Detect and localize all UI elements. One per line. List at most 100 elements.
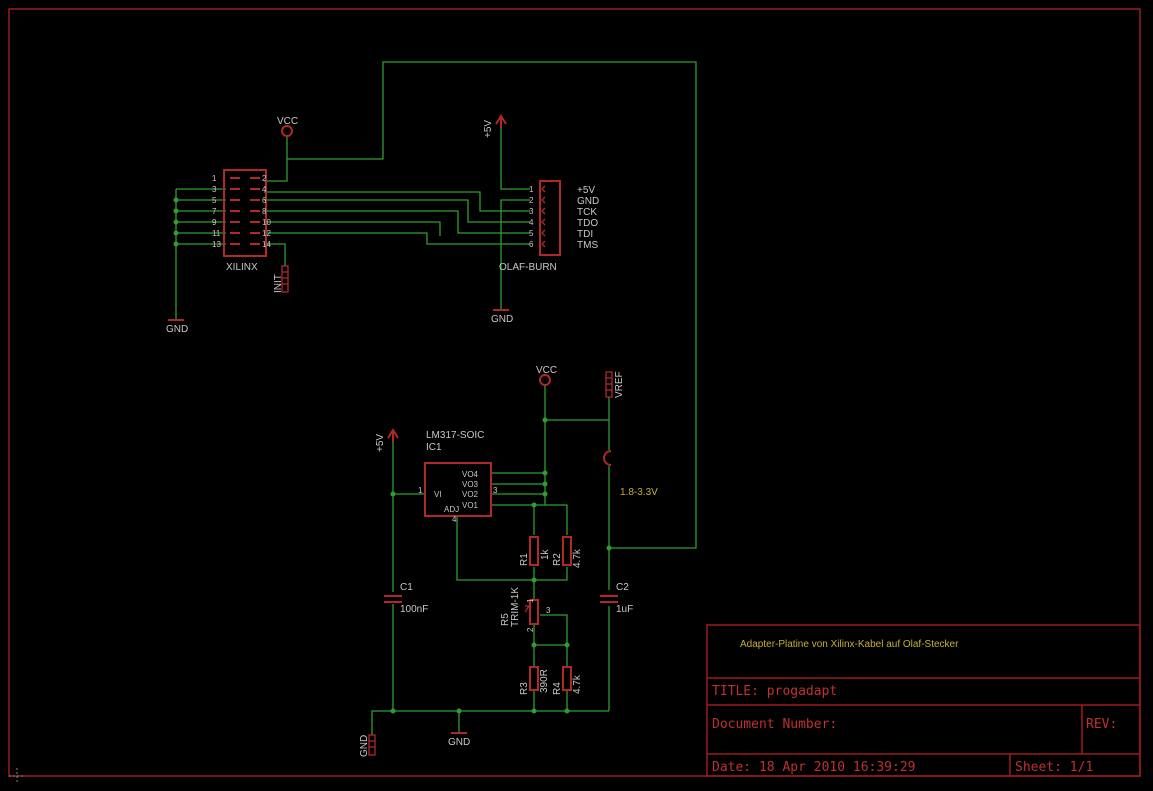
olaf-signal-label: TDO xyxy=(577,218,598,229)
olaf-signal-label: TDI xyxy=(577,229,593,240)
xilinx-pin-number: 4 xyxy=(262,185,267,194)
xilinx-pin-number: 1 xyxy=(212,174,217,183)
xilinx-pin-number: 9 xyxy=(212,218,217,227)
gnd-bottom-a-symbol: GND xyxy=(359,734,376,757)
title-block: Adapter-Platine von Xilinx-Kabel auf Ola… xyxy=(706,624,1141,777)
olaf-pin-number: 3 xyxy=(529,207,534,216)
olaf-pin-number: 2 xyxy=(529,196,534,205)
gnd-bottom-b-label: GND xyxy=(448,737,470,748)
olaf-signal-label: TMS xyxy=(577,240,598,251)
xilinx-pin-number: 14 xyxy=(262,240,271,249)
vcc-reg-label: VCC xyxy=(536,365,557,376)
date-field: Date: 18 Apr 2010 16:39:29 xyxy=(712,760,916,775)
xilinx-pin-number: 11 xyxy=(212,229,221,238)
xilinx-pin-number: 5 xyxy=(212,196,217,205)
c1-value: 100nF xyxy=(400,604,428,615)
r1-value: 1k xyxy=(540,548,551,560)
olaf-pin-mark xyxy=(541,229,546,237)
olaf-pin-mark xyxy=(541,185,546,193)
xilinx-pin-number: 6 xyxy=(262,196,267,205)
r4-value: 4.7k xyxy=(572,674,583,694)
gnd-xilinx-symbol: GND xyxy=(166,319,188,335)
resistor-r4: R4 4.7k xyxy=(552,666,583,695)
capacitor-c2: C2 1uF xyxy=(600,582,633,615)
xilinx-pin-number: 2 xyxy=(262,174,267,183)
r5-pin-2: 2 xyxy=(526,627,535,632)
xilinx-pin-number: 3 xyxy=(212,185,217,194)
ic-pin-4: 4 xyxy=(452,515,457,524)
init-label: INIT xyxy=(273,274,284,293)
olaf-signal-label: TCK xyxy=(577,207,597,218)
vcc-reg-symbol: VCC xyxy=(536,365,557,386)
ic-pin-1: 1 xyxy=(418,486,423,495)
range-label: 1.8-3.3V xyxy=(620,487,658,498)
xilinx-pin-number: 13 xyxy=(212,240,221,249)
p5v-top-symbol: +5V xyxy=(483,114,507,138)
junctions xyxy=(173,197,612,714)
revision-field: REV: xyxy=(1086,717,1117,732)
lm317-value-label: LM317-SOIC xyxy=(426,430,484,441)
description-text: Adapter-Platine von Xilinx-Kabel auf Ola… xyxy=(740,639,959,650)
xilinx-pin-number: 8 xyxy=(262,207,267,216)
ic-vo3-label: VO3 xyxy=(462,480,479,489)
olaf-pin-number: 1 xyxy=(529,185,534,194)
r2-value: 4.7k xyxy=(572,548,583,568)
ic-vo2-label: VO2 xyxy=(462,490,479,499)
olaf-name-label: OLAF-BURN xyxy=(499,262,557,273)
olaf-signal-label: GND xyxy=(577,196,599,207)
ic-vo4-label: VO4 xyxy=(462,470,479,479)
c2-label: C2 xyxy=(616,582,629,593)
olaf-signal-label: +5V xyxy=(577,185,595,196)
title-field: TITLE: progadapt xyxy=(712,684,837,699)
olaf-pin-mark xyxy=(541,196,546,204)
xilinx-pin-number: 10 xyxy=(262,218,271,227)
gnd-bottom-b-symbol: GND xyxy=(448,732,470,748)
drawing-frame xyxy=(8,8,1141,777)
jumper-arc: 1.8-3.3V xyxy=(603,450,658,498)
olaf-pin-mark xyxy=(541,218,546,226)
xilinx-pin-number: 12 xyxy=(262,229,271,238)
olaf-pin-mark xyxy=(541,207,546,215)
capacitor-c1: C1 100nF xyxy=(384,582,428,615)
xilinx-pin-number: 7 xyxy=(212,207,217,216)
ic-vi-label: VI xyxy=(434,490,442,499)
p5v-reg-label: +5V xyxy=(375,434,386,452)
c2-value: 1uF xyxy=(616,604,633,615)
r5-pin-1: 1 xyxy=(526,598,535,603)
r4-label: R4 xyxy=(552,682,563,695)
vcc-top-symbol: VCC xyxy=(277,116,298,137)
olaf-pin-mark xyxy=(541,240,546,248)
ic-pin-3: 3 xyxy=(493,486,498,495)
olaf-pin-number: 6 xyxy=(529,240,534,249)
ic-vo1-label: VO1 xyxy=(462,501,479,510)
ic-adj-label: ADJ xyxy=(444,505,459,514)
document-number-field: Document Number: xyxy=(712,717,837,732)
wires xyxy=(175,61,697,735)
sheet-field: Sheet: 1/1 xyxy=(1015,760,1093,775)
xilinx-name-label: XILINX xyxy=(226,262,258,273)
r5-label: R5 xyxy=(500,613,511,626)
c1-label: C1 xyxy=(400,582,413,593)
r3-value: 390R xyxy=(539,669,550,693)
gnd-olaf-label: GND xyxy=(491,314,513,325)
olaf-pin-number: 4 xyxy=(529,218,534,227)
r1-label: R1 xyxy=(519,553,530,566)
r5-value: TRIM-1K xyxy=(510,587,521,627)
olaf-connector: OLAF-BURN 1 +5V 2 GND 3 TCK 4 TDO 5 TDI 6 TMS xyxy=(499,180,599,273)
init-testpoint: INIT xyxy=(273,265,289,293)
vref-label: VREF xyxy=(614,371,625,398)
lm317-ic: LM317-SOIC IC1 VI ADJ VO4 VO3 VO2 VO1 1 … xyxy=(418,430,498,524)
vcc-top-label: VCC xyxy=(277,116,298,127)
r3-label: R3 xyxy=(519,682,530,695)
trimmer-r5: R5 TRIM-1K 1 2 3 xyxy=(500,587,551,632)
r2-label: R2 xyxy=(552,553,563,566)
r5-pin-3: 3 xyxy=(546,606,551,615)
gnd-olaf-symbol: GND xyxy=(491,309,513,325)
resistor-r1: R1 1k xyxy=(519,536,551,566)
vref-testpoint: VREF xyxy=(605,371,625,398)
p5v-top-label: +5V xyxy=(483,120,494,138)
resistor-r2: R2 4.7k xyxy=(552,536,583,568)
olaf-pin-number: 5 xyxy=(529,229,534,238)
